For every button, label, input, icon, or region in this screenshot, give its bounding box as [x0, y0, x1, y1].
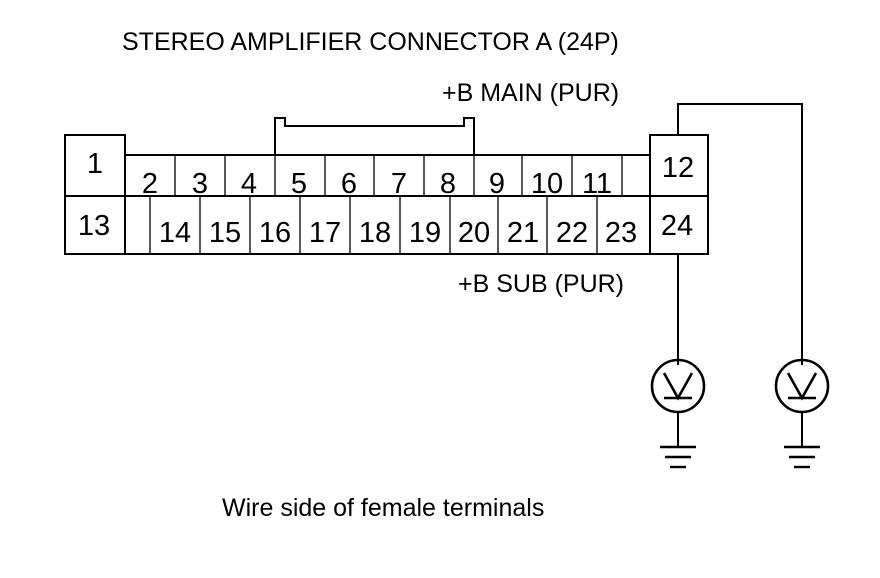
top-row-pins: 1 2 3 4 5 6 7 8 9 10 11 12 — [87, 148, 694, 200]
sub-wire-label: +B SUB (PUR) — [458, 270, 624, 298]
pin-number: 2 — [142, 168, 158, 200]
pin-number: 5 — [291, 168, 307, 200]
diagram-caption: Wire side of female terminals — [222, 494, 544, 522]
pin-number: 3 — [192, 168, 208, 200]
pin-number: 16 — [259, 217, 291, 249]
bottom-row-separators — [149, 196, 598, 254]
pin-number: 13 — [78, 210, 110, 242]
diagram-title: STEREO AMPLIFIER CONNECTOR A (24P) — [122, 28, 619, 56]
pin-number: 17 — [309, 217, 341, 249]
main-wire — [677, 103, 803, 365]
pin-number: 21 — [507, 217, 539, 249]
probe-wires — [677, 103, 803, 365]
pin-number: 14 — [159, 217, 191, 249]
pin-number: 8 — [440, 168, 456, 200]
pin-number: 18 — [359, 217, 391, 249]
pin-number: 10 — [531, 168, 563, 200]
pin-number: 23 — [605, 217, 637, 249]
top-row-separators — [174, 155, 623, 196]
pin-number: 1 — [87, 148, 103, 180]
pin-number: 6 — [341, 168, 357, 200]
pin-number: 20 — [458, 217, 490, 249]
pin-number: 12 — [662, 152, 694, 184]
pin-number: 24 — [661, 210, 693, 242]
bottom-row-pins: 13 14 15 16 17 18 19 20 21 22 23 24 — [78, 210, 693, 249]
pin-number: 9 — [489, 168, 505, 200]
pin-number: 15 — [209, 217, 241, 249]
pin-number: 4 — [241, 168, 257, 200]
pin-number: 7 — [391, 168, 407, 200]
pin-number: 22 — [556, 217, 588, 249]
voltmeter-icon — [650, 358, 706, 446]
connector-body — [64, 117, 709, 255]
ground-icon — [660, 445, 696, 469]
voltmeter-icon — [774, 358, 830, 446]
pin-number: 11 — [582, 168, 612, 200]
main-wire-label: +B MAIN (PUR) — [442, 79, 619, 107]
ground-icon — [784, 445, 820, 469]
pin-number: 19 — [409, 217, 441, 249]
